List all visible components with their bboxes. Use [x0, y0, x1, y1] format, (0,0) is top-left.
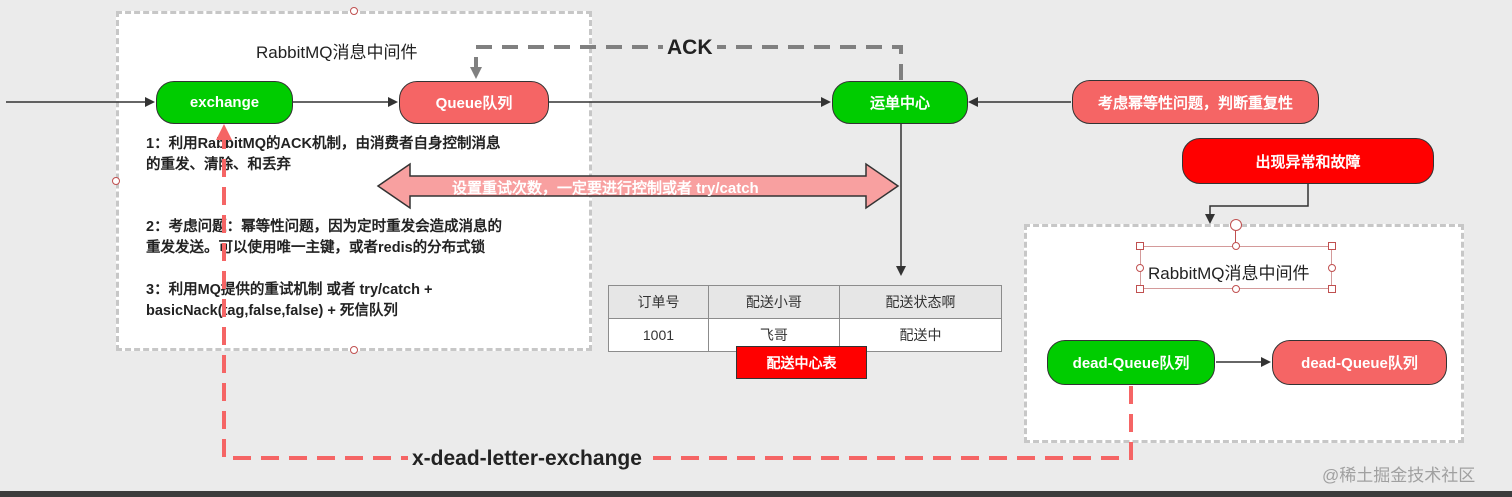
queue-node[interactable]: Queue队列: [399, 81, 549, 124]
table-header-row: 订单号 配送小哥 配送状态啊: [608, 285, 1003, 319]
bottom-edge: [0, 491, 1512, 497]
handle-top[interactable]: [350, 7, 358, 15]
note-3-line-2: basicNack(tag,false,false) + 死信队列: [146, 303, 398, 319]
table-header-cell: 配送小哥: [707, 285, 840, 319]
right-panel-title: RabbitMQ消息中间件: [1148, 264, 1310, 283]
handle-rotate[interactable]: [1230, 219, 1242, 231]
idempotency-node[interactable]: 考虑幂等性问题，判断重复性: [1072, 80, 1319, 124]
note-1-line-2: 的重发、清除、和丢弃: [146, 157, 291, 173]
handle-bottom[interactable]: [350, 346, 358, 354]
edge-dead-letter: [222, 132, 1133, 460]
failure-node[interactable]: 出现异常和故障: [1182, 138, 1434, 184]
table-header-cell: 订单号: [608, 285, 709, 319]
handle-corner-bl[interactable]: [1136, 285, 1144, 293]
table-caption: 配送中心表: [736, 346, 867, 379]
handle-corner-br[interactable]: [1328, 285, 1336, 293]
note-1-line-1: 1：利用RabbitMQ的ACK机制，由消费者自身控制消息: [146, 136, 501, 152]
dispatch-center-node[interactable]: 运单中心: [832, 81, 968, 124]
handle-right-mid[interactable]: [1328, 264, 1336, 272]
handle-left-mid[interactable]: [1136, 264, 1144, 272]
note-2-line-2: 重发发送。可以使用唯一主键，或者redis的分布式锁: [146, 240, 486, 256]
right-panel: [1024, 224, 1464, 443]
retry-label: 设置重试次数，一定要进行控制或者 try/catch: [452, 180, 759, 197]
dlx-label: x-dead-letter-exchange: [408, 447, 646, 471]
orders-table: 订单号 配送小哥 配送状态啊 1001 飞哥 配送中: [608, 285, 1003, 352]
note-2-line-1: 2：考虑问题：幂等性问题，因为定时重发会造成消息的: [146, 219, 503, 235]
edge-failure-to-panel: [1205, 184, 1309, 224]
handle-corner-tl[interactable]: [1136, 242, 1144, 250]
dead-queue-a-node[interactable]: dead-Queue队列: [1047, 340, 1215, 385]
retry-double-arrow: [376, 162, 900, 210]
left-panel-title: RabbitMQ消息中间件: [256, 43, 418, 62]
note-3-line-1: 3：利用MQ提供的重试机制 或者 try/catch +: [146, 282, 433, 298]
table-cell: 1001: [608, 318, 709, 352]
dead-letter-arrowhead: [216, 124, 232, 140]
table-header-cell: 配送状态啊: [838, 285, 1003, 319]
ack-label: ACK: [663, 36, 717, 60]
watermark: @稀土掘金技术社区: [1322, 466, 1476, 485]
handle-bottom-mid[interactable]: [1232, 285, 1240, 293]
handle-top-mid[interactable]: [1232, 242, 1240, 250]
handle-left[interactable]: [112, 177, 120, 185]
exchange-node[interactable]: exchange: [156, 81, 293, 124]
rotate-stem: [1235, 230, 1236, 243]
handle-corner-tr[interactable]: [1328, 242, 1336, 250]
dead-queue-b-node[interactable]: dead-Queue队列: [1272, 340, 1447, 385]
